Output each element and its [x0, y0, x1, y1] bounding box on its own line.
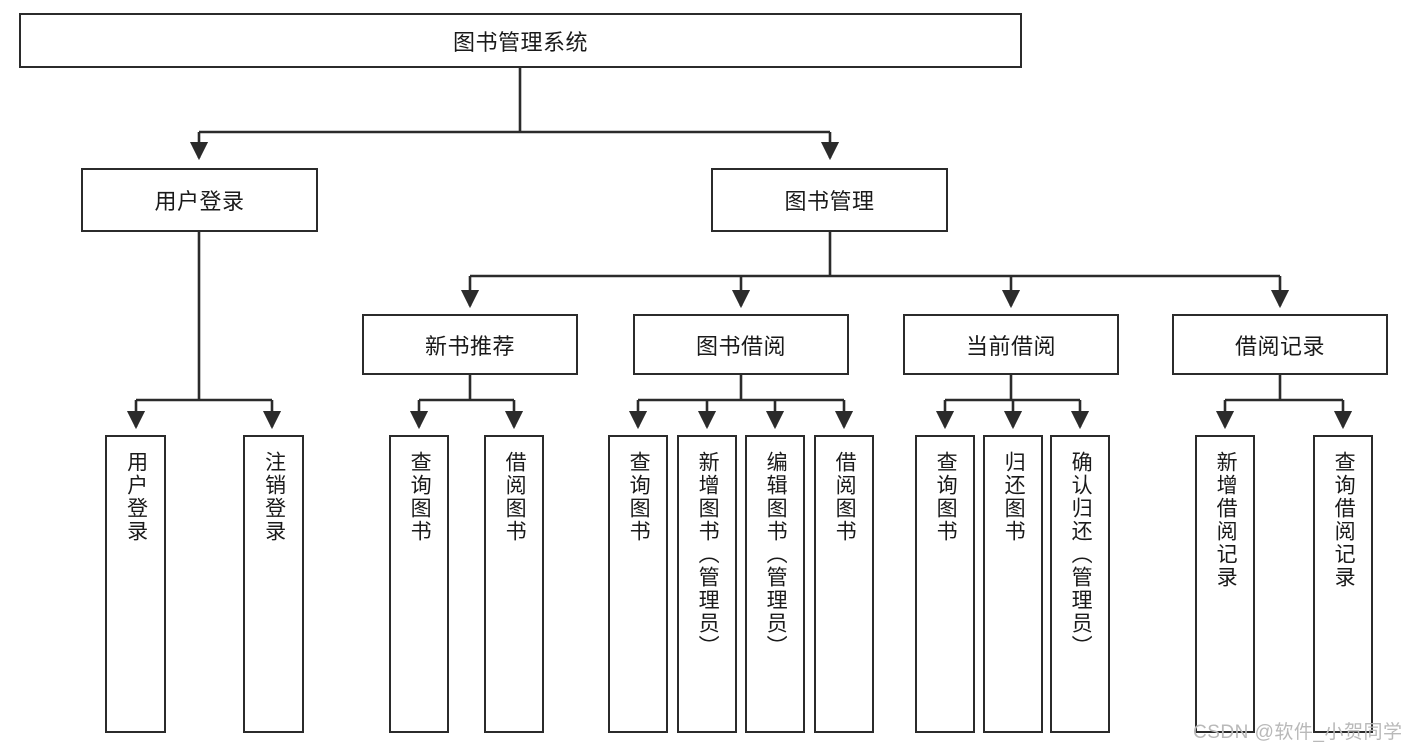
leaf-return-books[interactable]: 归还图书: [983, 435, 1043, 733]
leaf-add-book-admin[interactable]: 新增图书（管理员）: [677, 435, 737, 733]
node-root[interactable]: 图书管理系统: [19, 13, 1022, 68]
node-root-label: 图书管理系统: [452, 29, 588, 55]
leaf-logout-label: 注销登录: [262, 451, 286, 543]
node-book-borrow-label: 图书借阅: [695, 333, 786, 359]
leaf-add-book-admin-label: 新增图书（管理员）: [696, 451, 720, 658]
leaf-edit-book-admin-label: 编辑图书（管理员）: [764, 451, 788, 658]
leaf-edit-book-admin[interactable]: 编辑图书（管理员）: [745, 435, 805, 733]
leaf-query-books-recommend[interactable]: 查询图书: [389, 435, 449, 733]
node-user-login-label: 用户登录: [154, 189, 245, 214]
leaf-query-books-recommend-label: 查询图书: [408, 451, 432, 543]
leaf-query-borrow-record-label: 查询借阅记录: [1332, 451, 1356, 589]
leaf-query-books-borrow-label: 查询图书: [627, 451, 651, 543]
leaf-add-borrow-record-label: 新增借阅记录: [1214, 451, 1238, 589]
leaf-add-borrow-record[interactable]: 新增借阅记录: [1195, 435, 1255, 733]
node-borrow-record-label: 借阅记录: [1234, 333, 1325, 359]
leaf-confirm-return-admin[interactable]: 确认归还（管理员）: [1050, 435, 1110, 733]
leaf-confirm-return-admin-label: 确认归还（管理员）: [1069, 451, 1093, 658]
leaf-query-borrow-record[interactable]: 查询借阅记录: [1313, 435, 1373, 733]
leaf-user-login[interactable]: 用户登录: [105, 435, 166, 733]
node-new-book-recommend[interactable]: 新书推荐: [362, 314, 578, 375]
node-borrow-record[interactable]: 借阅记录: [1172, 314, 1388, 375]
leaf-borrow-books-label: 借阅图书: [833, 451, 857, 543]
leaf-borrow-books[interactable]: 借阅图书: [814, 435, 874, 733]
leaf-borrow-books-recommend[interactable]: 借阅图书: [484, 435, 544, 733]
leaf-query-books-borrow[interactable]: 查询图书: [608, 435, 668, 733]
node-user-login[interactable]: 用户登录: [81, 168, 318, 232]
csdn-watermark: CSDN @软件_小贺同学: [1193, 722, 1403, 743]
leaf-logout[interactable]: 注销登录: [243, 435, 304, 733]
node-new-book-recommend-label: 新书推荐: [424, 333, 515, 359]
leaf-borrow-books-recommend-label: 借阅图书: [503, 451, 527, 543]
node-current-borrow[interactable]: 当前借阅: [903, 314, 1119, 375]
leaf-query-books-current[interactable]: 查询图书: [915, 435, 975, 733]
node-current-borrow-label: 当前借阅: [965, 333, 1056, 359]
leaf-query-books-current-label: 查询图书: [934, 451, 958, 543]
leaf-user-login-label: 用户登录: [124, 451, 148, 543]
node-book-management-label: 图书管理: [784, 189, 875, 214]
node-book-management[interactable]: 图书管理: [711, 168, 948, 232]
leaf-return-books-label: 归还图书: [1002, 451, 1026, 543]
node-book-borrow[interactable]: 图书借阅: [633, 314, 849, 375]
